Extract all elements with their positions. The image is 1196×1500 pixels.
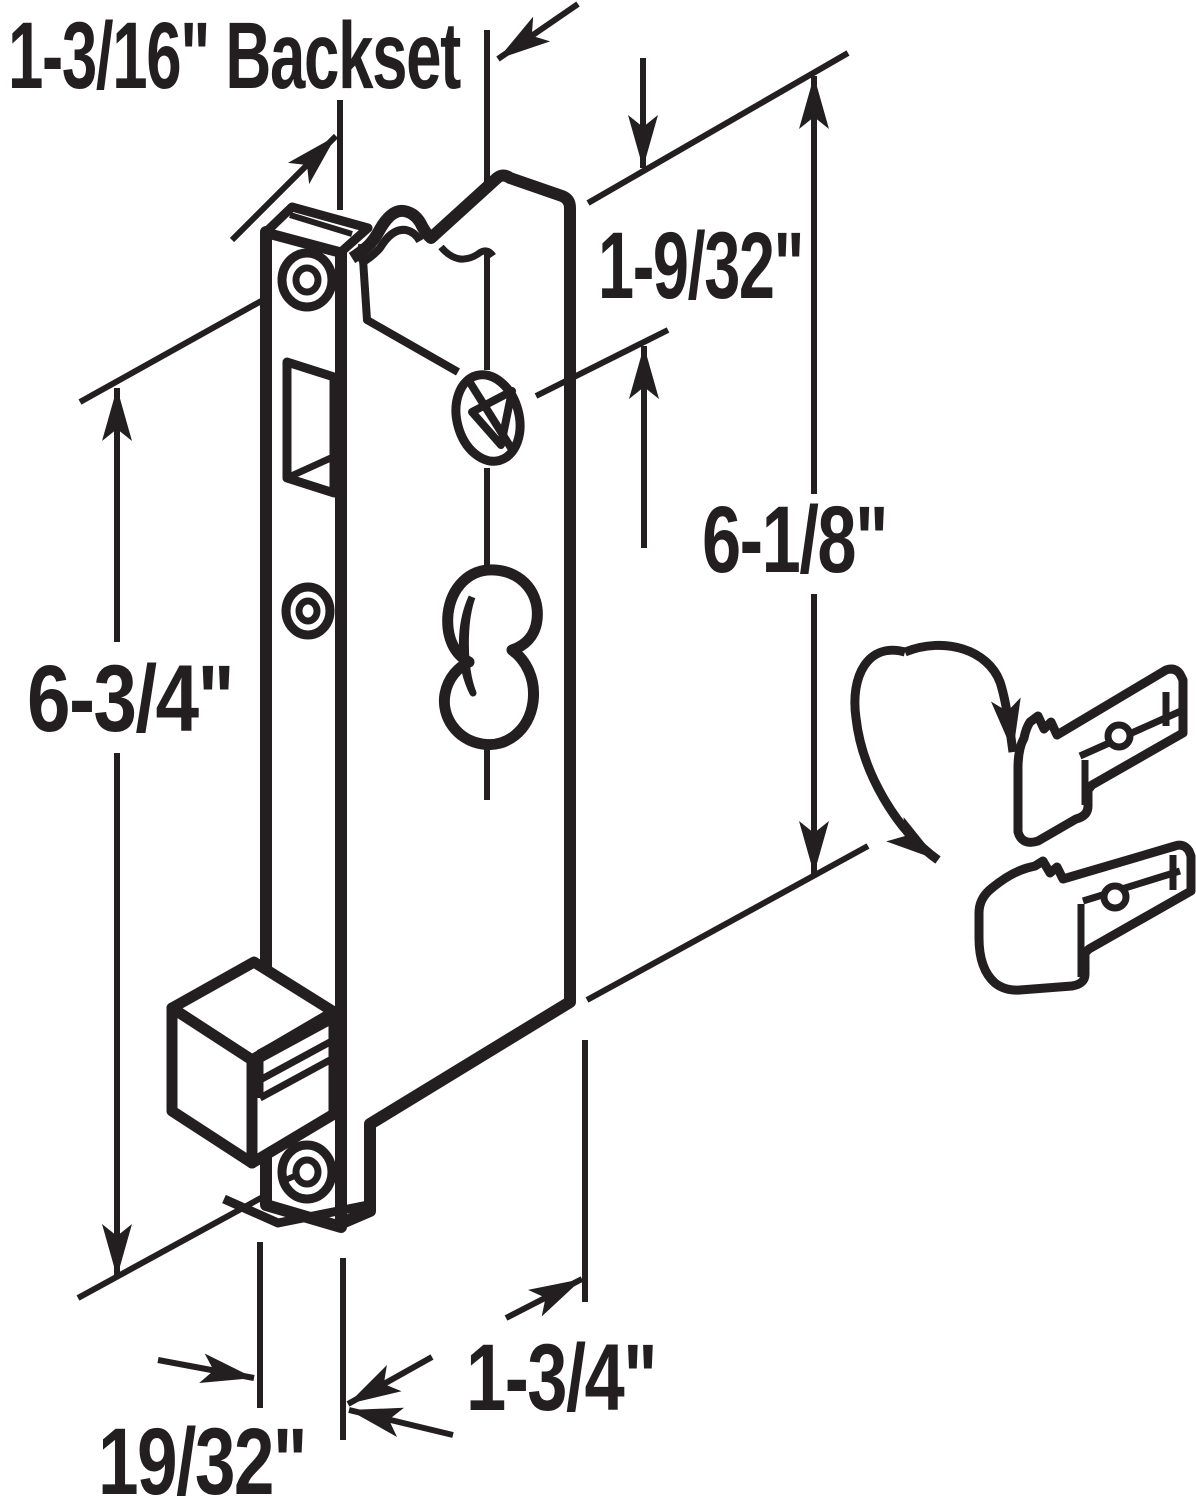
top-screw-extension-line — [78, 292, 274, 405]
latch-slot-band — [256, 1012, 334, 1062]
cam-hole — [438, 564, 543, 751]
faceplate-bottom-edges — [222, 1194, 369, 1228]
hook-latch-top — [1013, 664, 1188, 847]
top-screw-hole-outer — [277, 248, 337, 312]
spindle-hole-triangle — [468, 387, 516, 449]
middle-hole-inner — [295, 597, 321, 625]
dimension-labels: 1-3/16" Backset 1-9/32" 6-1/8" 6-3/4" 1-… — [8, 3, 889, 1500]
body-left-edge — [358, 243, 460, 376]
lock-body-outline — [339, 169, 576, 1229]
latch-width-arrow-left — [157, 1353, 255, 1383]
body-width-arrow-right — [504, 1276, 584, 1321]
faceplate-cutout-diagonal — [287, 453, 335, 481]
label-plate-top-to-spindle: 1-9/32" — [598, 213, 803, 319]
backset-arrow-top — [496, 1, 580, 62]
hook-bottom-outline — [974, 840, 1196, 995]
latch-slot-line-1 — [258, 1038, 332, 1084]
hook-top-outline — [1013, 664, 1188, 847]
notch-dip-curve — [438, 244, 496, 263]
latch-slot-line-2 — [258, 1056, 332, 1102]
latch-bolt — [166, 956, 340, 1169]
spindle-hole — [451, 370, 525, 466]
latch-width-arrow-right — [348, 1407, 454, 1438]
spindle-extension-line — [534, 327, 670, 399]
cam-hole-inner-crescent — [458, 595, 477, 697]
bottom-screw-hole-outer — [277, 1140, 337, 1204]
lock-body — [339, 169, 576, 1229]
dimension-arrows — [102, 1, 829, 1438]
hook-latch-bottom — [974, 840, 1196, 995]
middle-hole-outer — [281, 582, 335, 640]
top-screw-hole-inner — [292, 264, 322, 296]
hook-bottom-pivot-hole — [1100, 882, 1130, 912]
rotation-arrow — [850, 640, 1021, 864]
rotation-arrow-left-branch — [850, 645, 941, 864]
label-backset: 1-3/16" Backset — [8, 3, 461, 109]
hook-bottom-face-line — [1081, 867, 1182, 905]
bottom-screw-hole-tick — [281, 1172, 299, 1184]
cam-hole-outline — [438, 564, 543, 751]
faceplate-top-face-inner-line — [289, 212, 353, 237]
label-latch-width: 19/32" — [98, 1409, 306, 1500]
bottom-screw-hole-inner — [292, 1156, 322, 1188]
body-top-extension-line — [586, 50, 850, 206]
notch-inner-curve — [357, 225, 424, 268]
label-lock-body-width: 1-3/4" — [466, 1325, 656, 1431]
hook-top-pivot-hole — [1104, 721, 1134, 751]
label-lock-body-length: 6-1/8" — [702, 487, 887, 593]
rotation-arrow-right-branch — [903, 640, 1021, 753]
label-screw-hole-spacing: 6-3/4" — [27, 646, 233, 752]
backset-arrow-left — [229, 133, 339, 243]
bottom-screw-extension-line — [76, 1183, 285, 1301]
body-width-arrow-left — [346, 1354, 434, 1407]
body-bottom-extension-line — [585, 843, 870, 1003]
